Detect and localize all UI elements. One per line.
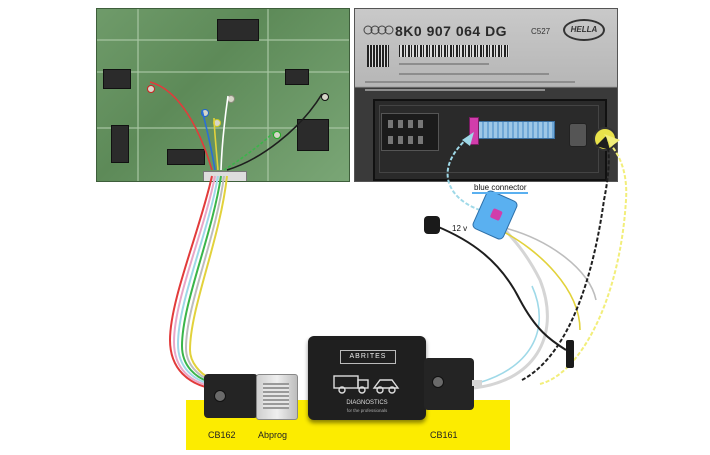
qr-code-icon [367, 45, 389, 67]
barcode-icon [399, 45, 509, 57]
cb161-cable-end [472, 380, 482, 386]
abprog-adapter [256, 374, 298, 420]
abrites-logo: ABRITES [340, 350, 396, 364]
power-jack [424, 216, 440, 234]
yellow-ring-terminal [593, 127, 617, 151]
hella-logo: HELLA [563, 19, 605, 41]
voltage-label: 12 v [452, 224, 468, 233]
vehicles-icon [333, 375, 400, 394]
pcb-photo [96, 8, 350, 182]
blue-ribbon-cable [473, 121, 555, 139]
cb162-connector [204, 374, 258, 418]
pink-latch [489, 207, 503, 222]
probe-pin [566, 340, 574, 368]
cb162-label: CB162 [208, 430, 236, 440]
pcb-solder-strip [203, 171, 247, 181]
part-number: 8K0 907 064 DG [395, 23, 508, 39]
pink-clip [469, 117, 479, 145]
blue-connector [470, 188, 520, 242]
abprog-label: Abprog [258, 430, 288, 440]
device-caption-sub: for the professionals [346, 408, 388, 413]
blue-connector-label: blue connector [472, 183, 529, 194]
pin-block [381, 113, 439, 151]
ground-post [569, 123, 587, 147]
abrites-diagnostic-device: ABRITES DIAGNOSTICS for the professional… [308, 336, 426, 420]
screw-icon [214, 390, 226, 402]
audi-rings-icon [363, 25, 394, 35]
device-caption: DIAGNOSTICS [346, 400, 388, 406]
cb161-label: CB161 [430, 430, 458, 440]
part-suffix: C527 [531, 27, 551, 36]
cb161-connector [424, 358, 474, 410]
control-module-photo: 8K0 907 064 DG C527 HELLA [354, 8, 618, 182]
